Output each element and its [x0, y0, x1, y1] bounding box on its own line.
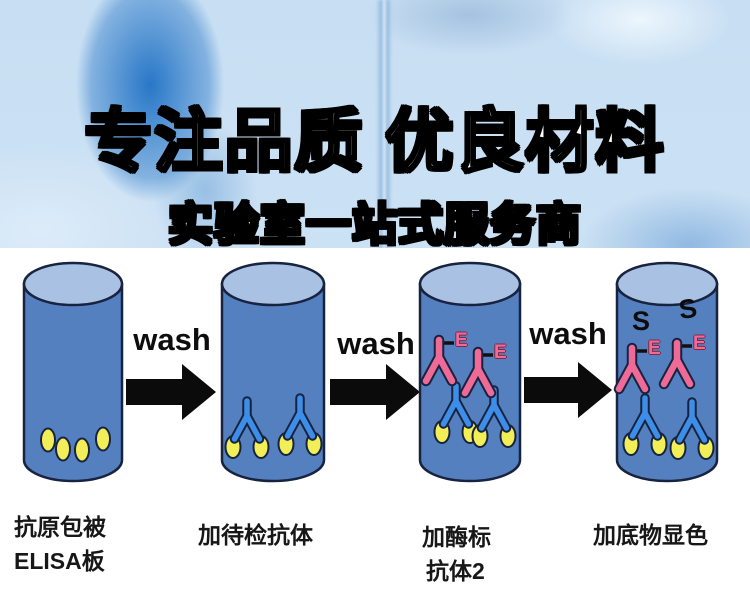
caption-line: 抗体2 [426, 558, 485, 584]
enzyme-e-4: E [693, 333, 706, 354]
enzyme-e-2: E [494, 342, 507, 363]
wash-arrow-1 [126, 364, 216, 420]
well-opening [615, 261, 719, 307]
step-caption-4: 加底物显色 [593, 518, 708, 552]
elisa-well-step4 [615, 261, 719, 483]
elisa-well-step3 [418, 261, 522, 483]
enzyme-e-1: E [455, 330, 468, 351]
caption-line: 加酶标 [422, 524, 491, 550]
elisa-well-step2 [220, 261, 326, 483]
glass-pipette-decor [376, 0, 392, 248]
elisa-well-step1 [22, 261, 124, 483]
step-caption-2: 加待检抗体 [198, 518, 313, 552]
wash-label-2: wash [337, 326, 415, 361]
elisa-diagram-panel: wash wash wash S S E E E E 抗原包被 ELISA板 加… [0, 248, 750, 600]
step-caption-3: 加酶标 抗体2 [422, 520, 491, 588]
antigen-dots [40, 426, 111, 463]
elisa-process-diagram [22, 261, 719, 483]
page-title: 专注品质 优良材料 [83, 103, 666, 182]
well-body [22, 282, 124, 483]
step-caption-1: 抗原包被 ELISA板 [14, 510, 106, 578]
enzyme-e-3: E [648, 338, 661, 359]
caption-line: 加待检抗体 [198, 522, 313, 548]
wash-arrow-3 [524, 362, 612, 418]
well-opening [22, 261, 124, 307]
substrate-s-1: S [632, 306, 651, 336]
wash-label-1: wash [133, 322, 211, 357]
caption-line: 抗原包被 [14, 514, 106, 540]
well-body [220, 282, 326, 483]
caption-line: ELISA板 [14, 548, 105, 574]
caption-line: 加底物显色 [593, 522, 708, 548]
wash-label-3: wash [529, 316, 607, 351]
well-opening [418, 261, 522, 307]
page-subtitle: 实验室一站式服务商 [167, 198, 583, 248]
wash-arrow-2 [330, 364, 420, 420]
well-opening [220, 261, 326, 307]
lab-photo-background: 专注品质 优良材料 实验室一站式服务商 [0, 0, 750, 248]
